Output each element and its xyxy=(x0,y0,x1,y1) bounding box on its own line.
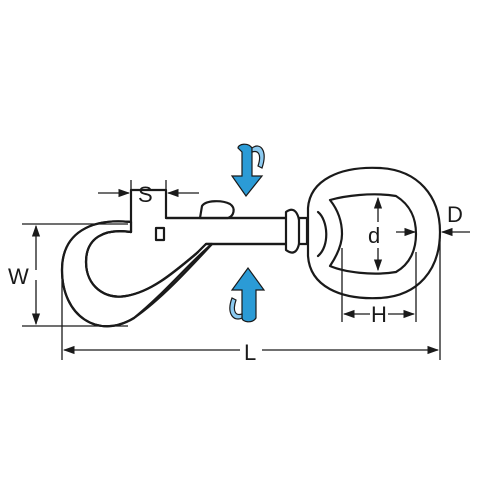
dimension-w: W xyxy=(8,223,128,327)
label-w: W xyxy=(8,264,29,289)
dimension-l: L xyxy=(61,240,441,365)
rotation-arrow-down-icon xyxy=(230,143,265,198)
label-d: d xyxy=(368,223,380,248)
dimension-h: H xyxy=(341,248,417,327)
label-h: H xyxy=(371,302,387,327)
hook-inner-curve xyxy=(84,230,200,298)
hook-outer-curve xyxy=(60,220,214,328)
hook-body xyxy=(60,188,292,328)
swivel-collar xyxy=(284,208,309,254)
dimension-s: S xyxy=(98,180,199,232)
eye-inner xyxy=(328,193,418,275)
dimension-d-large: D xyxy=(396,202,470,237)
label-dd: D xyxy=(447,202,463,227)
label-l: L xyxy=(244,340,256,365)
dimension-d-small: d xyxy=(368,196,383,272)
eye-bead xyxy=(316,210,328,258)
collar-neck xyxy=(297,216,309,246)
rotation-arrow-up-icon xyxy=(229,266,266,323)
label-s: S xyxy=(138,182,153,207)
swivel-eye xyxy=(306,166,442,300)
gate-thumb-latch xyxy=(198,200,235,220)
gate-slot xyxy=(154,226,166,242)
